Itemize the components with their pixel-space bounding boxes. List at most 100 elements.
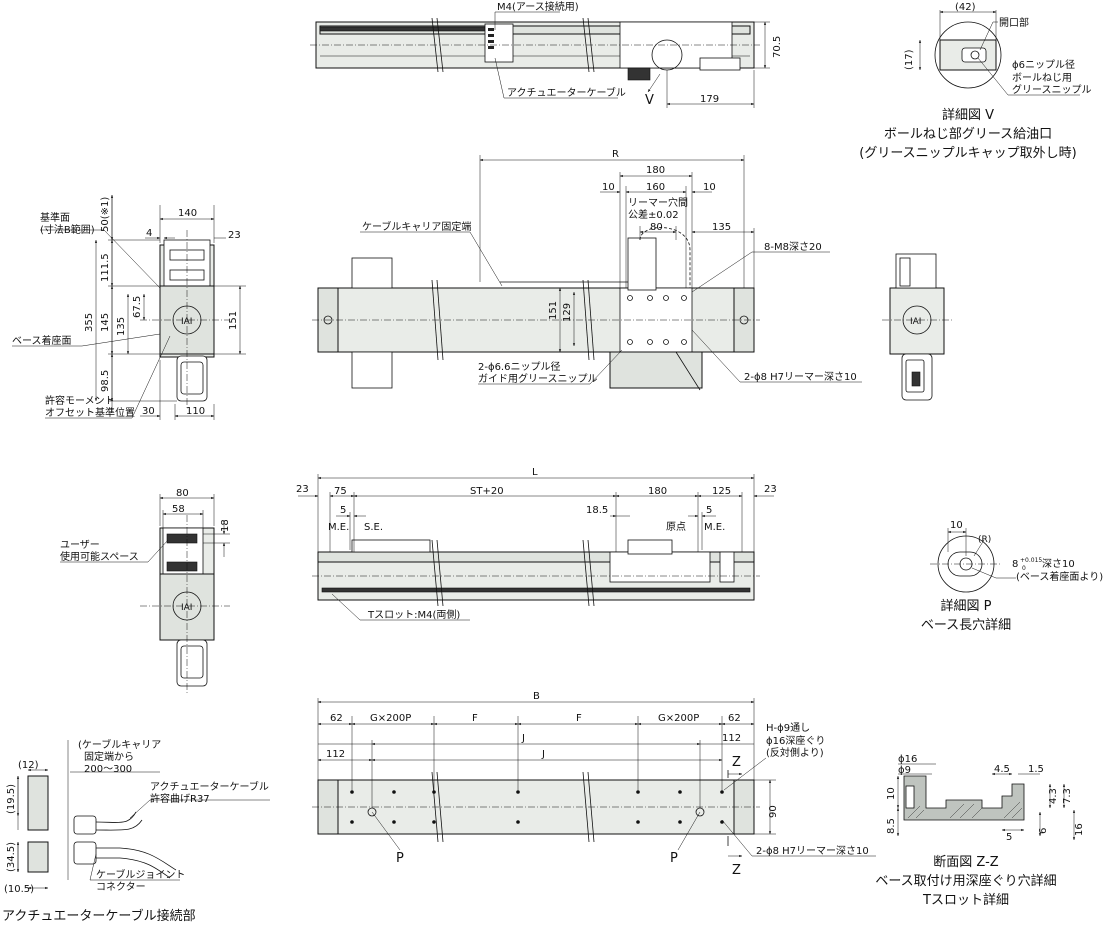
label-actuator-cable-bend: アクチュエーターケーブル [150, 780, 269, 793]
dim-180: 180 [646, 165, 665, 176]
dim-112-left: 112 [326, 749, 345, 760]
user-space-view: IAI 80 58 18 ユーザー 使用可能スペース [60, 488, 231, 695]
label-8-m8: 8-M8深さ20 [764, 241, 822, 253]
iai-logo-end: IAI [910, 317, 921, 327]
label-reamer-pitch: リーマー穴間 [628, 196, 688, 209]
dim-34-5: (34.5) [6, 842, 17, 872]
cable-connection: (12) (19.5) (34.5) (10.5) (ケーブルキャリア 固定端か… [2, 738, 270, 924]
dim-17: (17) [904, 49, 915, 70]
dim-23: 23 [228, 230, 241, 241]
label-origin: 原点 [666, 521, 686, 533]
dim-179: 179 [700, 94, 719, 105]
detail-v: (42) (17) 開口部 ϕ6ニップル径 ボールねじ用 グリースニップル 詳細… [859, 2, 1091, 161]
dim-8-5: 8.5 [886, 818, 897, 834]
dim-10-5: (10.5) [4, 884, 34, 895]
note-grease-nipple: グリースニップル [1012, 83, 1092, 96]
label-fixed-end: 固定端から [84, 750, 134, 763]
dim-23-left: 23 [296, 484, 309, 495]
dim-f-right: F [576, 713, 582, 724]
dim-b: B [533, 691, 540, 702]
caption-ball-screw-grease: ボールねじ部グリース給油口 [884, 127, 1052, 142]
dim-151-front: 151 [548, 301, 559, 320]
iai-logo: IAI [181, 317, 192, 327]
label-carrier-from: (ケーブルキャリア [78, 738, 161, 751]
mounting-holes [350, 790, 724, 824]
label-nipple-dia: 2-ϕ6.6ニップル径 [478, 360, 560, 373]
note-nipple-diameter: ϕ6ニップル径 [1012, 58, 1075, 71]
dim-12-cable: (12) [18, 760, 39, 771]
dim-110: 110 [186, 406, 205, 417]
dim-90: 90 [768, 805, 779, 818]
label-me-left: M.E. [328, 522, 349, 533]
mark-z-bottom: Z [732, 863, 741, 878]
caption-cable-connection: アクチュエーターケーブル接続部 [2, 908, 196, 924]
label-cable-joint: ケーブルジョイント [96, 868, 185, 881]
dim-80-user: 80 [176, 488, 189, 499]
caption-detail-v: 詳細図 V [942, 107, 994, 123]
top-view: M4(アース接続用) アクチュエーターケーブル 70.5 179 V [310, 0, 783, 108]
mark-v: V [645, 93, 654, 108]
dim-phi16: ϕ16 [898, 754, 917, 765]
label-h7-reamer: 2-ϕ8 H7リーマー深さ10 [744, 371, 857, 383]
caption-cap-removed: (グリースニップルキャップ取外し時) [859, 146, 1077, 161]
label-m4-ground: M4(アース接続用) [497, 0, 579, 13]
caption-counterbore-detail: ベース取付け用深座ぐり穴詳細 [875, 873, 1056, 889]
dim-135-front: 135 [712, 222, 731, 233]
dim-g-left: G×200P [370, 713, 411, 724]
iai-logo-user: IAI [181, 603, 192, 613]
dim-4-3: 4.3 [1048, 788, 1059, 804]
label-opposite-side: (反対側より) [766, 746, 824, 759]
label-reference-face: 基準面 [40, 211, 70, 224]
dim-r: R [612, 149, 619, 160]
dim-j-top: J [521, 733, 525, 744]
label-bend-radius: 許容曲げR37 [150, 792, 210, 805]
label-moment: 許容モーメント [45, 394, 115, 407]
label-offset-reference: オフセット基準位置 [45, 406, 135, 419]
label-tolerance: 公差±0.02 [628, 208, 679, 221]
dim-10-zz: 10 [886, 787, 897, 800]
dim-30: 30 [142, 406, 155, 417]
dim-5-zz: 5 [1006, 832, 1012, 843]
mark-r: (R) [978, 535, 991, 545]
dim-160: 160 [646, 182, 665, 193]
side-view: IAI 140 4 23 50(※1) 111.5 355 145 135 67… [12, 194, 246, 420]
dim-129: 129 [562, 303, 573, 322]
dim-50: 50(※1) [100, 197, 111, 232]
dim-62-left: 62 [330, 713, 343, 724]
dim-4: 4 [146, 228, 152, 239]
dim-98-5: 98.5 [100, 370, 111, 392]
dim-4-5: 4.5 [994, 764, 1010, 775]
dim-58: 58 [172, 504, 185, 515]
dim-112-right: 112 [722, 733, 741, 744]
label-me-right: M.E. [704, 522, 725, 533]
label-carrier-fixed-end: ケーブルキャリア固定端 [362, 220, 471, 233]
caption-detail-p: 詳細図 P [941, 598, 992, 614]
tolerance-upper: +0.015 [1020, 557, 1042, 564]
caption-section-zz: 断面図 Z-Z [933, 855, 999, 870]
connector-block [488, 28, 494, 49]
slider-bolt-holes [627, 295, 687, 345]
label-actuator-cable: アクチュエーターケーブル [507, 86, 626, 99]
dim-5-left: 5 [340, 505, 346, 516]
dim-70-5: 70.5 [772, 36, 783, 58]
dim-g-right: G×200P [658, 713, 699, 724]
dim-18: 18 [220, 519, 231, 532]
label-range: 200～300 [84, 764, 132, 775]
mark-p-left: P [396, 851, 404, 866]
dim-8-p: 8 [1012, 559, 1018, 570]
dim-10-left: 10 [602, 182, 615, 193]
note-ball-screw: ボールねじ用 [1012, 72, 1072, 84]
dim-80: 80 [650, 222, 663, 233]
dim-1-5: 1.5 [1028, 764, 1044, 775]
dim-355: 355 [84, 313, 95, 332]
dim-151: 151 [228, 311, 239, 330]
dim-62-right: 62 [728, 713, 741, 724]
mark-p-right: P [670, 851, 678, 866]
end-view: IAI [882, 253, 952, 401]
dim-135: 135 [116, 317, 127, 336]
front-view: R 180 160 10 10 リーマー穴間 公差±0.02 80 135 8-… [312, 149, 862, 391]
dim-18-5: 18.5 [586, 505, 608, 516]
dim-f-left: F [472, 713, 478, 724]
label-user: ユーザー [60, 539, 100, 551]
